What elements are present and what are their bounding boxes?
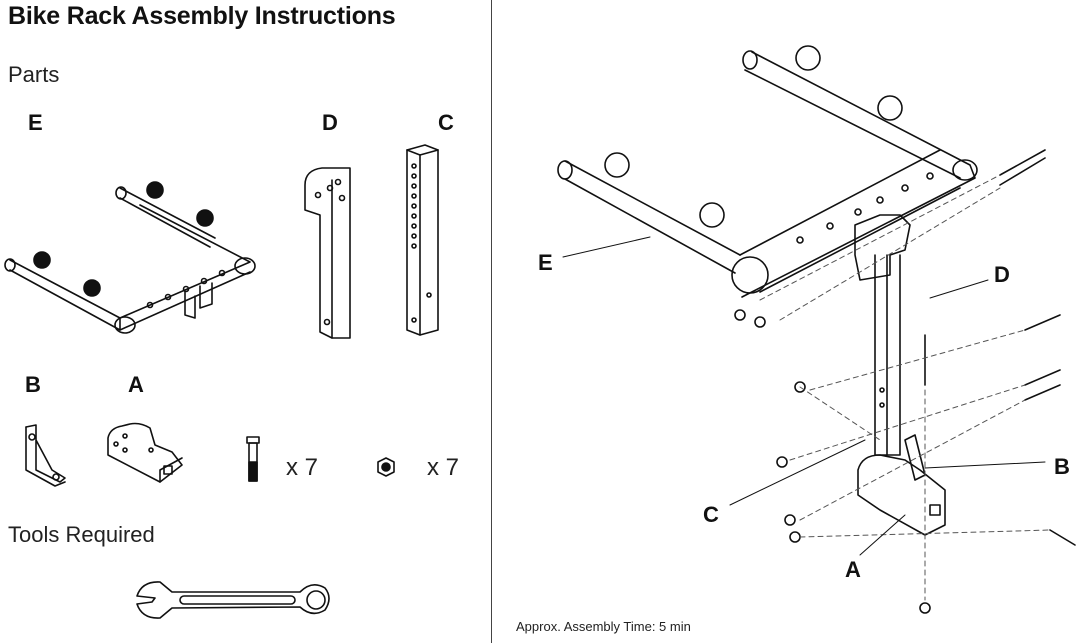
clamp-icon [33,181,214,297]
diagram-label-d: D [994,262,1010,287]
part-b-illustration [25,424,66,487]
tools-heading: Tools Required [8,522,155,547]
part-label-d: D [322,110,338,135]
page-title: Bike Rack Assembly Instructions [8,2,396,30]
diagram-label-c: C [703,502,719,527]
parts-heading: Parts [8,62,60,87]
part-label-b: B [25,372,41,397]
assembly-time: Approx. Assembly Time: 5 min [516,619,691,634]
nut-quantity: x 7 [427,454,460,481]
clamp-icon [604,45,903,228]
part-label-a: A [128,372,144,397]
panel-divider [491,0,492,643]
diagram-label-b: B [1054,454,1070,479]
bolt-quantity: x 7 [286,454,319,481]
part-d-illustration [304,167,351,339]
part-label-e: E [28,110,43,135]
diagram-label-e: E [538,250,553,275]
bolt-icon [246,436,260,482]
part-c-illustration [406,144,439,336]
nut-icon [377,457,395,477]
part-a-illustration [107,422,183,483]
diagram-label-a: A [845,557,861,582]
wrench-icon [136,581,330,619]
part-label-c: C [438,110,454,135]
part-e-illustration [4,181,256,334]
exploded-assembly-illustration [557,45,1076,614]
